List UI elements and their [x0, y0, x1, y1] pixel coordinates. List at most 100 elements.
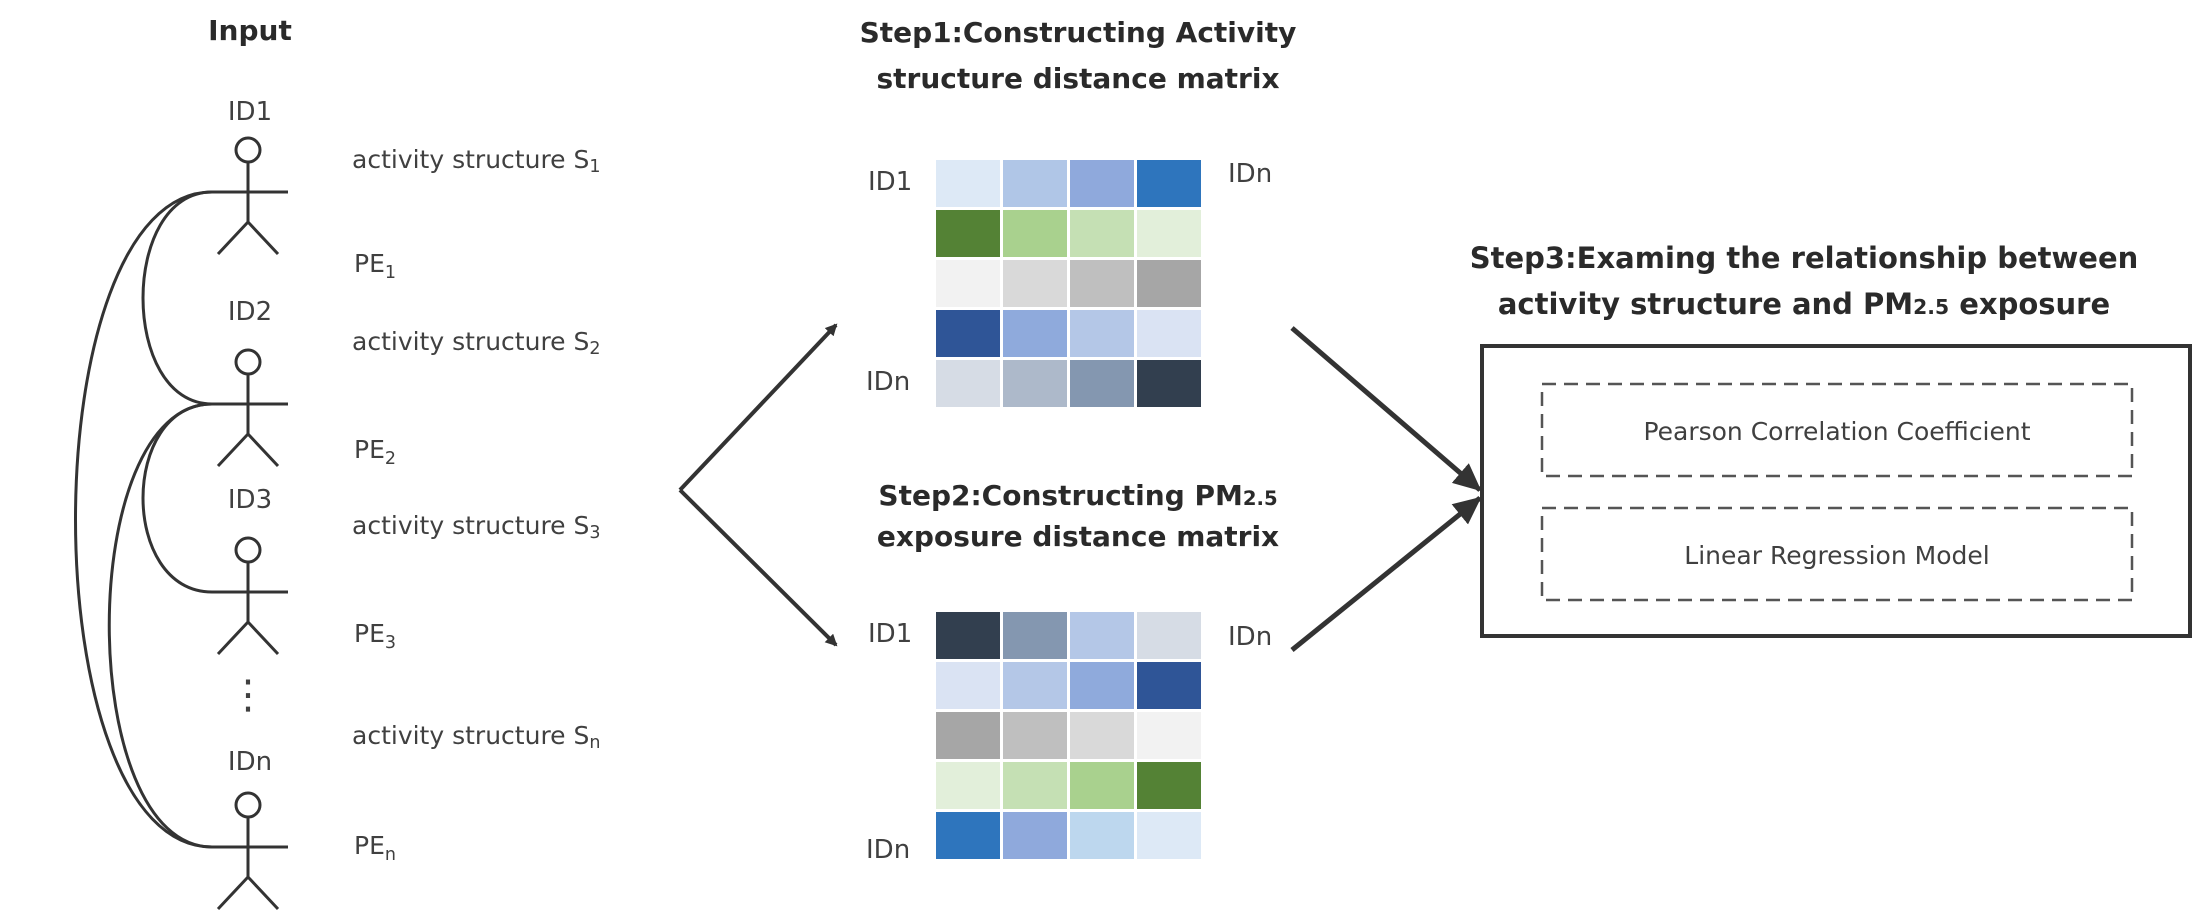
pe-label-3: PE3: [354, 619, 396, 653]
step2-title-sub: 2.5: [1243, 487, 1278, 510]
step1-matrix-cell-3-1: [1003, 310, 1067, 357]
step1-label-top-left: ID1: [868, 167, 912, 197]
pe-text-2: PE: [354, 435, 385, 464]
step2-matrix-cell-1-2: [1070, 662, 1134, 709]
step1-matrix-cell-4-1: [1003, 360, 1067, 407]
step2-title-text: Step2:Constructing PM: [878, 479, 1242, 512]
pe-text-n: PE: [354, 831, 385, 860]
activity-structure-sub-2: 2: [589, 339, 600, 359]
arrow-from-step2: [1290, 496, 1482, 652]
arrow-from-step1: [1290, 326, 1482, 492]
pe-sub-n: n: [385, 845, 396, 865]
step3-title-text: activity structure and PM: [1498, 287, 1913, 321]
person-id-2: ID2: [228, 297, 272, 327]
activity-structure-label-3: activity structure S3: [352, 511, 601, 543]
pe-label-1: PE1: [354, 249, 396, 283]
step2-label-top-right: IDn: [1228, 622, 1272, 652]
step2-matrix-cell-1-3: [1137, 662, 1201, 709]
activity-structure-text-n: activity structure S: [352, 721, 589, 750]
step1-matrix-cell-4-3: [1137, 360, 1201, 407]
method-box-pearson: [1540, 382, 2134, 478]
step1-title-line2: structure distance matrix: [876, 62, 1279, 95]
step1-matrix-cell-3-0: [936, 310, 1000, 357]
pe-sub-3: 3: [385, 633, 396, 653]
step2-matrix-cell-3-3: [1137, 762, 1201, 809]
step1-matrix-cell-4-0: [936, 360, 1000, 407]
step2-matrix-cell-2-1: [1003, 712, 1067, 759]
step2-matrix-cell-4-1: [1003, 812, 1067, 859]
step2-matrix-cell-4-3: [1137, 812, 1201, 859]
step2-matrix-cell-0-2: [1070, 612, 1134, 659]
step1-matrix-cell-2-0: [936, 260, 1000, 307]
person-id-3: ID3: [228, 485, 272, 515]
pe-text-3: PE: [354, 619, 385, 648]
step3-title-suffix: exposure: [1949, 287, 2110, 321]
step1-matrix-cell-1-1: [1003, 210, 1067, 257]
step1-distance-matrix: [936, 160, 1201, 407]
activity-structure-text-2: activity structure S: [352, 327, 589, 356]
step2-matrix-cell-4-0: [936, 812, 1000, 859]
person-figure-3: [212, 536, 288, 656]
pe-sub-2: 2: [385, 449, 396, 469]
step1-label-top-right: IDn: [1228, 159, 1272, 189]
input-title: Input: [208, 14, 292, 47]
step1-label-bottom-left: IDn: [866, 367, 910, 397]
activity-structure-sub-3: 3: [589, 523, 600, 543]
step2-matrix-cell-1-0: [936, 662, 1000, 709]
step1-matrix-cell-1-2: [1070, 210, 1134, 257]
step1-title-line1: Step1:Constructing Activity: [860, 16, 1297, 49]
activity-structure-label-1: activity structure S1: [352, 145, 601, 177]
step2-label-top-left: ID1: [868, 619, 912, 649]
activity-structure-text-1: activity structure S: [352, 145, 589, 174]
activity-structure-sub-n: n: [589, 733, 600, 753]
step1-matrix-cell-2-2: [1070, 260, 1134, 307]
merge-arrows: [1290, 326, 1482, 652]
step2-matrix-cell-4-2: [1070, 812, 1134, 859]
person-id-1: ID1: [228, 97, 272, 127]
step2-matrix-cell-0-0: [936, 612, 1000, 659]
method-regression: Linear Regression Model: [1684, 541, 1989, 570]
step2-matrix-cell-3-0: [936, 762, 1000, 809]
step2-matrix-cell-0-1: [1003, 612, 1067, 659]
method-pearson: Pearson Correlation Coefficient: [1643, 417, 2030, 446]
step2-matrix-cell-1-1: [1003, 662, 1067, 709]
step1-matrix-cell-0-1: [1003, 160, 1067, 207]
step3-title-line1: Step3:Examing the relationship between: [1470, 241, 2139, 275]
person-figure-1: [212, 136, 288, 256]
step1-matrix-cell-4-2: [1070, 360, 1134, 407]
step2-matrix-cell-3-1: [1003, 762, 1067, 809]
step3-title-sub: 2.5: [1913, 295, 1949, 319]
person-figure-2: [212, 348, 288, 468]
connection-arcs: [74, 190, 213, 849]
step2-matrix-cell-2-2: [1070, 712, 1134, 759]
step2-distance-matrix: [936, 612, 1201, 859]
method-box-regression: [1540, 506, 2134, 602]
step1-matrix-cell-1-3: [1137, 210, 1201, 257]
activity-structure-sub-1: 1: [589, 157, 600, 177]
step1-matrix-cell-3-2: [1070, 310, 1134, 357]
step1-matrix-cell-2-1: [1003, 260, 1067, 307]
step1-matrix-cell-2-3: [1137, 260, 1201, 307]
step3-box: [1480, 344, 2192, 638]
pe-sub-1: 1: [385, 263, 396, 283]
arrow-to-step2: [678, 488, 838, 647]
person-id-n: IDn: [228, 747, 272, 777]
step2-title-line2: exposure distance matrix: [877, 520, 1279, 553]
pe-text-1: PE: [354, 249, 385, 278]
step1-matrix-cell-0-3: [1137, 160, 1201, 207]
activity-structure-label-n: activity structure Sn: [352, 721, 600, 753]
arrow-to-step1: [678, 323, 838, 492]
step1-matrix-cell-0-0: [936, 160, 1000, 207]
step2-matrix-cell-3-2: [1070, 762, 1134, 809]
ellipsis: ⋮: [228, 672, 268, 718]
step3-title-line2: activity structure and PM2.5 exposure: [1498, 287, 2110, 321]
branch-arrows: [678, 323, 838, 647]
pe-label-2: PE2: [354, 435, 396, 469]
activity-structure-label-2: activity structure S2: [352, 327, 601, 359]
step2-matrix-cell-2-3: [1137, 712, 1201, 759]
step1-matrix-cell-1-0: [936, 210, 1000, 257]
step2-matrix-cell-2-0: [936, 712, 1000, 759]
activity-structure-text-3: activity structure S: [352, 511, 589, 540]
pe-label-n: PEn: [354, 831, 396, 865]
